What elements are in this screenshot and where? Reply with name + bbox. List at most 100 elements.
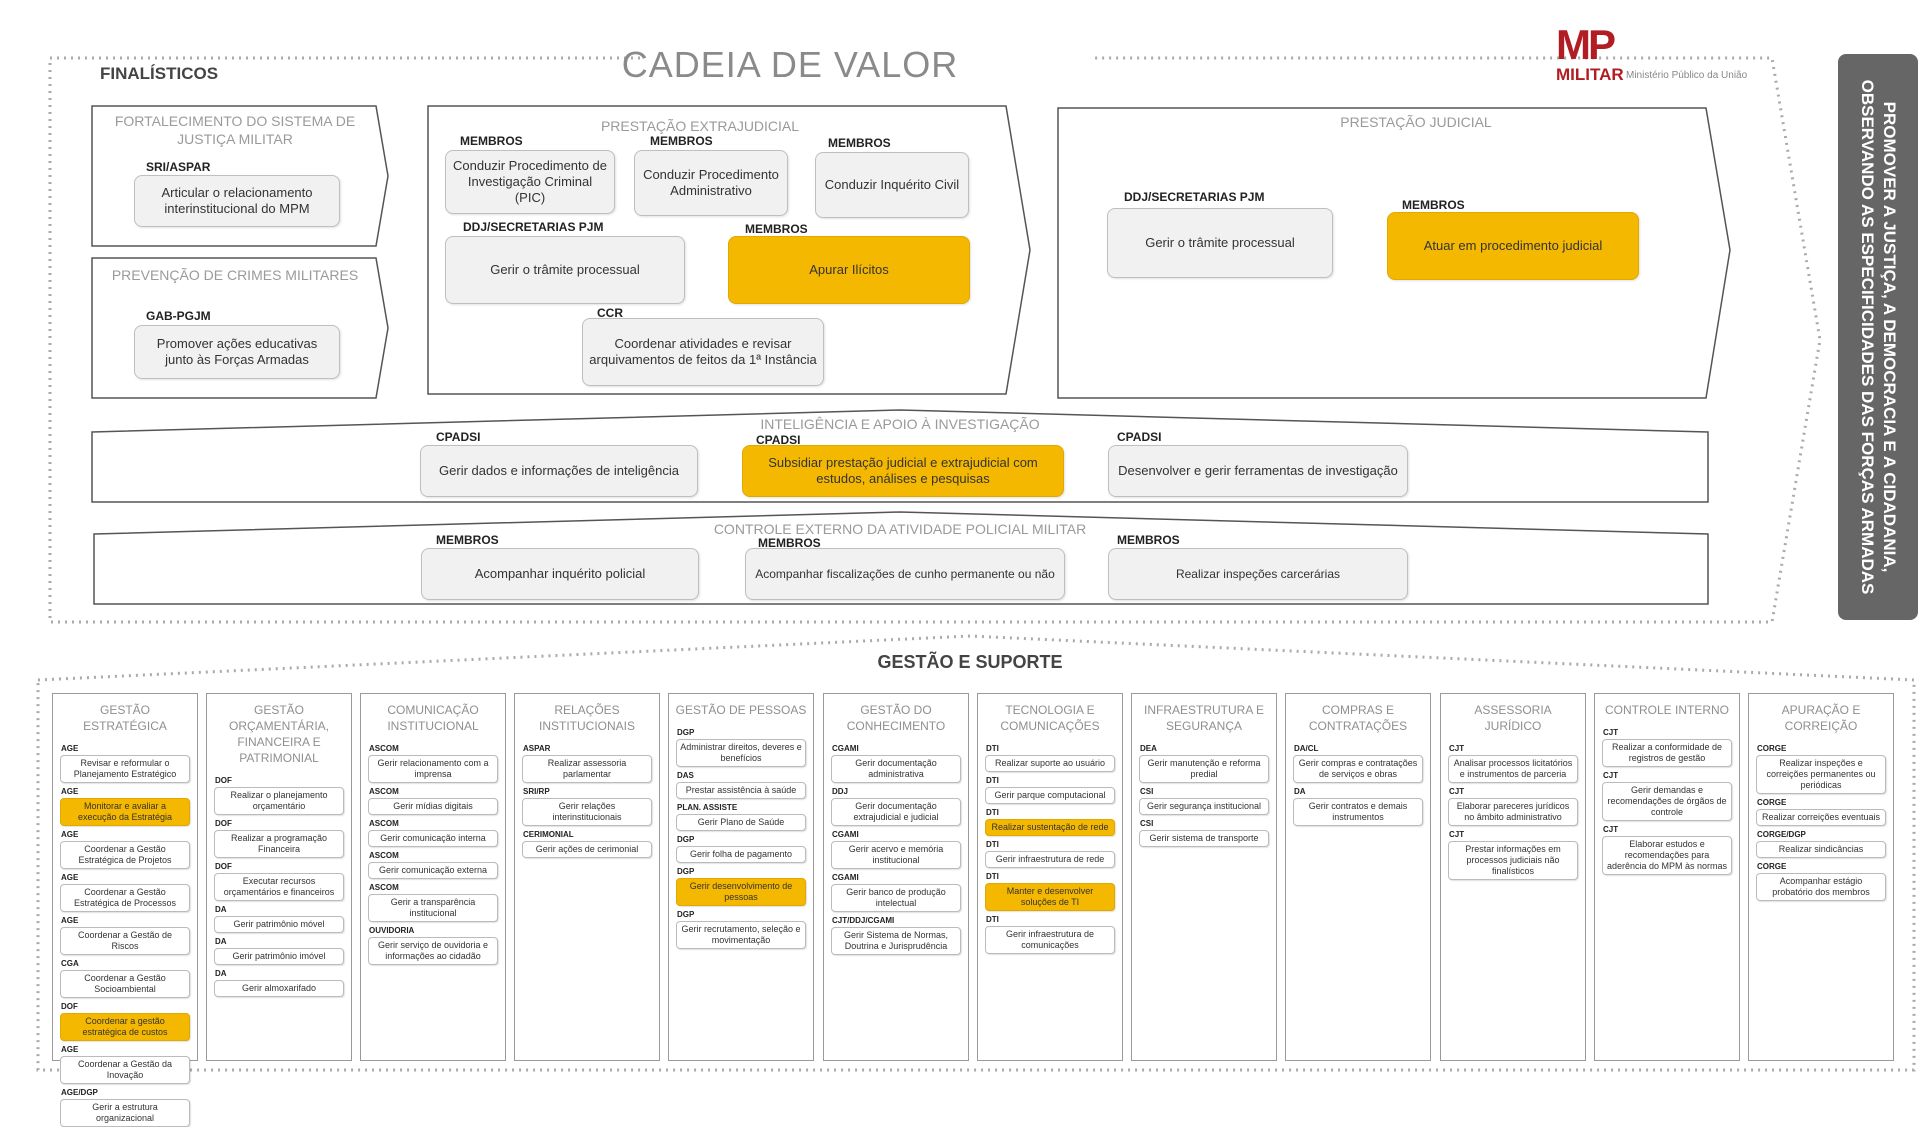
gestao-item-role: DA bbox=[1294, 787, 1306, 796]
gestao-item[interactable]: Gerir documentação extrajudicial e judic… bbox=[831, 798, 961, 826]
gestao-item-role: CJT bbox=[1449, 787, 1465, 796]
gestao-item-role: ASCOM bbox=[369, 883, 399, 892]
gestao-item[interactable]: Realizar inspeções e correições permanen… bbox=[1756, 755, 1886, 794]
finalisticos-label: FINALÍSTICOS bbox=[100, 64, 219, 83]
gestao-item[interactable]: Gerir patrimônio móvel bbox=[214, 916, 344, 933]
gestao-item[interactable]: Gerir recrutamento, seleção e movimentaç… bbox=[676, 921, 806, 949]
inteligencia-activity-1[interactable]: Gerir dados e informações de inteligênci… bbox=[420, 445, 698, 497]
gestao-item[interactable]: Prestar assistência à saúde bbox=[676, 782, 806, 799]
gestao-item[interactable]: Coordenar a Gestão Socioambiental bbox=[60, 970, 190, 998]
gestao-item[interactable]: Gerir sistema de transporte bbox=[1139, 830, 1269, 847]
gestao-item-role: CSI bbox=[1140, 819, 1154, 828]
gestao-item[interactable]: Gerir contratos e demais instrumentos bbox=[1293, 798, 1423, 826]
gestao-item[interactable]: Gerir segurança institucional bbox=[1139, 798, 1269, 815]
gestao-item[interactable]: Gerir a transparência institucional bbox=[368, 894, 498, 922]
gestao-item[interactable]: Executar recursos orçamentários e financ… bbox=[214, 873, 344, 901]
extrajudicial-activity-1[interactable]: Conduzir Procedimento de Investigação Cr… bbox=[445, 150, 615, 214]
gestao-item[interactable]: Coordenar a Gestão de Riscos bbox=[60, 927, 190, 955]
gestao-item[interactable]: Revisar e reformular o Planejamento Estr… bbox=[60, 755, 190, 783]
gestao-column-title: RELAÇÕES INSTITUCIONAIS bbox=[538, 703, 635, 733]
gestao-item[interactable]: Gerir acervo e memória institucional bbox=[831, 841, 961, 869]
gestao-column-title: COMPRAS E CONTRATAÇÕES bbox=[1308, 703, 1408, 733]
extrajudicial-activity-5[interactable]: Apurar Ilícitos bbox=[728, 236, 970, 304]
gestao-item[interactable]: Gerir manutenção e reforma predial bbox=[1139, 755, 1269, 783]
gestao-item[interactable]: Acompanhar estágio probatório dos membro… bbox=[1756, 873, 1886, 901]
judicial-activity-1[interactable]: Gerir o trâmite processual bbox=[1107, 208, 1333, 278]
gestao-item[interactable]: Realizar correições eventuais bbox=[1756, 809, 1886, 826]
prevencao-title: PREVENÇÃO DE CRIMES MILITARES bbox=[111, 267, 359, 283]
gestao-item[interactable]: Realizar assessoria parlamentar bbox=[522, 755, 652, 783]
controle-externo-activity-1[interactable]: Acompanhar inquérito policial bbox=[421, 548, 699, 600]
gestao-item[interactable]: Analisar processos licitatórios e instru… bbox=[1448, 755, 1578, 783]
gestao-item[interactable]: Gerir almoxarifado bbox=[214, 980, 344, 997]
controle-externo-activity-3[interactable]: Realizar inspeções carcerárias bbox=[1108, 548, 1408, 600]
gestao-item-role: CJT bbox=[1449, 830, 1465, 839]
gestao-item-role: DA bbox=[215, 937, 227, 946]
gestao-item-role: DGP bbox=[677, 867, 695, 876]
gestao-item[interactable]: Gerir infraestrutura de rede bbox=[985, 851, 1115, 868]
controle-externo-role-1: MEMBROS bbox=[436, 533, 499, 547]
gestao-item-role: CSI bbox=[1140, 787, 1154, 796]
gestao-item[interactable]: Monitorar e avaliar a execução da Estrat… bbox=[60, 798, 190, 826]
judicial-activity-2[interactable]: Atuar em procedimento judicial bbox=[1387, 212, 1639, 280]
extrajudicial-activity-4[interactable]: Gerir o trâmite processual bbox=[445, 236, 685, 304]
gestao-item[interactable]: Gerir parque computacional bbox=[985, 787, 1115, 804]
gestao-item[interactable]: Coordenar a Gestão Estratégica de Proces… bbox=[60, 884, 190, 912]
gestao-item[interactable]: Gerir a estrutura organizacional bbox=[60, 1099, 190, 1127]
gestao-item[interactable]: Gerir demandas e recomendações de órgãos… bbox=[1602, 782, 1732, 821]
gestao-item[interactable]: Gerir banco de produção intelectual bbox=[831, 884, 961, 912]
gestao-item[interactable]: Gerir documentação administrativa bbox=[831, 755, 961, 783]
gestao-item[interactable]: Gerir folha de pagamento bbox=[676, 846, 806, 863]
gestao-item-role: OUVIDORIA bbox=[369, 926, 415, 935]
gestao-item[interactable]: Gerir patrimônio imóvel bbox=[214, 948, 344, 965]
gestao-item[interactable]: Gerir relacionamento com a imprensa bbox=[368, 755, 498, 783]
gestao-item[interactable]: Elaborar pareceres jurídicos no âmbito a… bbox=[1448, 798, 1578, 826]
gestao-item[interactable]: Gerir relações interinstitucionais bbox=[522, 798, 652, 826]
gestao-item[interactable]: Prestar informações em processos judicia… bbox=[1448, 841, 1578, 880]
gestao-item[interactable]: Gerir Sistema de Normas, Doutrina e Juri… bbox=[831, 927, 961, 955]
extrajudicial-role-5: MEMBROS bbox=[745, 222, 808, 236]
gestao-item-role: DGP bbox=[677, 728, 695, 737]
gestao-item-role: DOF bbox=[215, 819, 232, 828]
gestao-item[interactable]: Gerir mídias digitais bbox=[368, 798, 498, 815]
gestao-item[interactable]: Gerir comunicação externa bbox=[368, 862, 498, 879]
gestao-item[interactable]: Realizar sindicâncias bbox=[1756, 841, 1886, 858]
fortalecimento-activity[interactable]: Articular o relacionamento interinstituc… bbox=[134, 175, 340, 227]
page-title: CADEIA DE VALOR bbox=[621, 44, 959, 85]
gestao-item[interactable]: Coordenar a Gestão Estratégica de Projet… bbox=[60, 841, 190, 869]
extrajudicial-activity-2[interactable]: Conduzir Procedimento Administrativo bbox=[634, 150, 788, 216]
gestao-item[interactable]: Gerir ações de cerimonial bbox=[522, 841, 652, 858]
gestao-item[interactable]: Realizar o planejamento orçamentário bbox=[214, 787, 344, 815]
controle-externo-activity-2[interactable]: Acompanhar fiscalizações de cunho perman… bbox=[745, 548, 1065, 600]
inteligencia-activity-2[interactable]: Subsidiar prestação judicial e extrajudi… bbox=[742, 445, 1064, 497]
gestao-item-role: AGE bbox=[61, 787, 79, 796]
gestao-item[interactable]: Administrar direitos, deveres e benefíci… bbox=[676, 739, 806, 767]
gestao-item[interactable]: Elaborar estudos e recomendações para ad… bbox=[1602, 836, 1732, 875]
prevencao-activity[interactable]: Promover ações educativas junto às Força… bbox=[134, 325, 340, 379]
logo-mark: MP bbox=[1556, 21, 1616, 68]
gestao-item[interactable]: Realizar a conformidade de registros de … bbox=[1602, 739, 1732, 767]
gestao-item[interactable]: Realizar sustentação de rede bbox=[985, 819, 1115, 836]
gestao-item[interactable]: Gerir serviço de ouvidoria e informações… bbox=[368, 937, 498, 965]
gestao-item[interactable]: Realizar suporte ao usuário bbox=[985, 755, 1115, 772]
gestao-item[interactable]: Realizar a programação Financeira bbox=[214, 830, 344, 858]
inteligencia-activity-3[interactable]: Desenvolver e gerir ferramentas de inves… bbox=[1108, 445, 1408, 497]
gestao-item[interactable]: Manter e desenvolver soluções de TI bbox=[985, 883, 1115, 911]
extrajudicial-activity-3[interactable]: Conduzir Inquérito Civil bbox=[815, 152, 969, 218]
gestao-column-title: GESTÃO ESTRATÉGICA bbox=[83, 703, 167, 733]
gestao-item[interactable]: Gerir comunicação interna bbox=[368, 830, 498, 847]
gestao-item[interactable]: Gerir Plano de Saúde bbox=[676, 814, 806, 831]
gestao-item-role: DEA bbox=[1140, 744, 1157, 753]
gestao-item[interactable]: Gerir compras e contratações de serviços… bbox=[1293, 755, 1423, 783]
controle-externo-role-2: MEMBROS bbox=[758, 536, 821, 550]
gestao-item[interactable]: Coordenar a gestão estratégica de custos bbox=[60, 1013, 190, 1041]
gestao-item[interactable]: Gerir desenvolvimento de pessoas bbox=[676, 878, 806, 906]
extrajudicial-activity-6[interactable]: Coordenar atividades e revisar arquivame… bbox=[582, 318, 824, 386]
gestao-column-title: GESTÃO DE PESSOAS bbox=[675, 703, 807, 717]
gestao-item[interactable]: Gerir infraestrutura de comunicações bbox=[985, 926, 1115, 954]
